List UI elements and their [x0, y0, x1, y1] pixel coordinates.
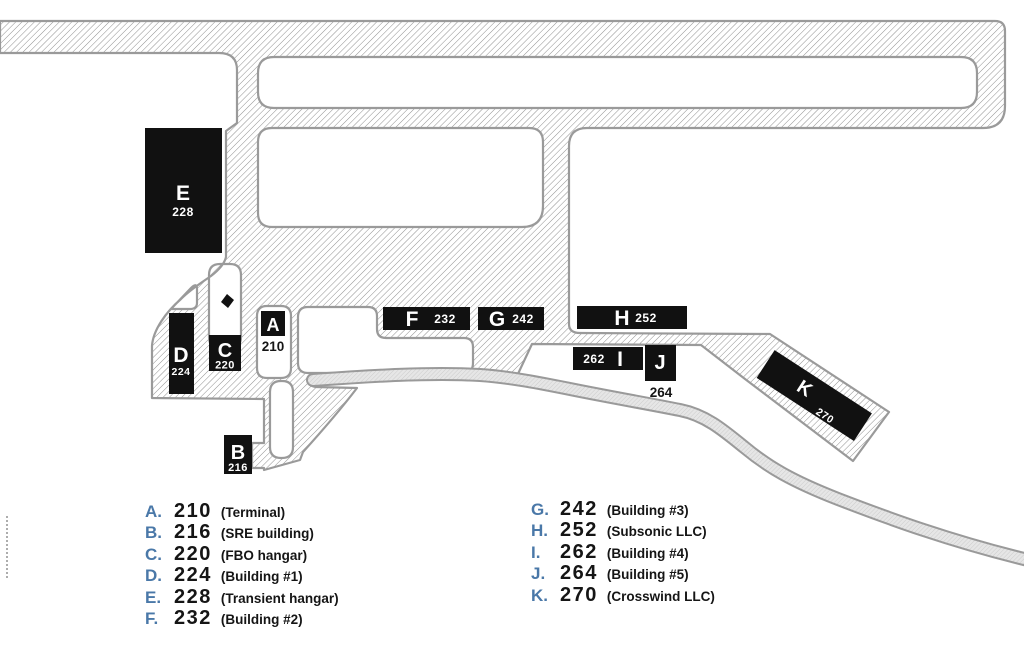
legend-item-j: J. 264 (Building #5) — [531, 562, 715, 585]
building-C-number: 220 — [215, 360, 235, 372]
legend-desc: (Building #1) — [220, 569, 303, 585]
legend-item-c: C. 220 (FBO hangar) — [145, 542, 339, 565]
legend-desc: (Building #5) — [606, 567, 689, 583]
building-A: A 210 — [261, 311, 285, 354]
legend-desc: (Building #3) — [606, 503, 689, 518]
legend-item-b: B. 216 (SRE building) — [145, 521, 339, 544]
legend-item-i: I. 262 (Building #4) — [531, 540, 715, 563]
legend-letter: I. — [531, 542, 541, 562]
legend-number: 232 — [174, 606, 212, 629]
building-J-label: J — [654, 352, 665, 374]
legend-number: 270 — [560, 583, 598, 606]
legend-number: 220 — [174, 542, 212, 565]
building-G-label: G — [489, 308, 505, 331]
legend-item-f: F. 232 (Building #2) — [145, 606, 339, 629]
legend-letter: H. — [531, 521, 548, 541]
building-D-box — [169, 313, 194, 394]
building-J-box — [645, 345, 676, 381]
legend-letter: K. — [531, 585, 548, 605]
building-F-box — [383, 307, 470, 330]
legend-letter: F. — [145, 608, 159, 628]
legend-desc: (Crosswind LLC) — [606, 588, 715, 604]
building-F-label: F — [406, 308, 419, 331]
building-D-number: 224 — [171, 366, 190, 378]
legend-desc: (FBO hangar) — [220, 547, 308, 563]
building-H-box — [577, 306, 687, 329]
legend-desc: (Building #4) — [606, 545, 689, 561]
building-J-number: 264 — [650, 385, 673, 400]
building-A-number: 210 — [262, 339, 285, 354]
legend-letter: E. — [145, 587, 162, 607]
legend-item-e: E. 228 (Transient hangar) — [145, 585, 339, 608]
legend-desc: (Terminal) — [220, 505, 286, 520]
building-H-number: 252 — [635, 311, 657, 325]
building-K-box — [756, 350, 872, 442]
legend-desc: (Transient hangar) — [220, 590, 339, 606]
legend-number: 216 — [174, 521, 212, 544]
legend-number: 262 — [560, 540, 598, 563]
building-G-number: 242 — [512, 312, 534, 326]
legend-number: 224 — [174, 564, 212, 587]
legend-item-a: A. 210 (Terminal) — [145, 500, 339, 522]
legend-letter: D. — [145, 566, 162, 586]
building-J: J 264 — [645, 345, 676, 400]
building-B-box — [224, 435, 252, 474]
legend-item-g: G. 242 (Building #3) — [531, 498, 715, 520]
edge-tick-marks — [6, 516, 8, 578]
building-E: E 228 — [145, 128, 222, 253]
legend-column-right: G. 242 (Building #3) H. 252 (Subsonic LL… — [531, 498, 715, 606]
legend-letter: A. — [145, 502, 162, 521]
legend-desc: (Subsonic LLC) — [606, 524, 707, 540]
building-E-box — [145, 128, 222, 253]
legend-letter: J. — [531, 564, 546, 584]
legend-number: 242 — [560, 498, 598, 520]
small-structure-marker — [221, 294, 234, 308]
legend-number: 264 — [560, 562, 598, 585]
legend-number: 210 — [174, 500, 212, 522]
building-D-label: D — [173, 344, 188, 367]
building-H: H 252 — [577, 306, 687, 330]
legend-letter: G. — [531, 500, 549, 519]
access-road — [306, 366, 1024, 567]
legend-item-k: K. 270 (Crosswind LLC) — [531, 583, 715, 606]
legend-number: 252 — [560, 519, 598, 542]
building-E-number: 228 — [172, 205, 194, 219]
road-surface — [308, 368, 1024, 565]
legend-letter: C. — [145, 544, 162, 564]
legend-number: 228 — [174, 585, 212, 608]
building-D: D 224 — [169, 313, 194, 394]
building-H-label: H — [614, 307, 629, 330]
building-F: F 232 — [383, 307, 470, 331]
legend-item-d: D. 224 (Building #1) — [145, 564, 339, 587]
building-I-number: 262 — [583, 352, 605, 366]
building-A-box — [261, 311, 285, 336]
building-A-label: A — [267, 315, 280, 335]
building-I: 262 I — [573, 347, 643, 371]
building-G: G 242 — [478, 307, 544, 331]
legend-desc: (SRE building) — [220, 526, 314, 542]
building-B-label: B — [231, 442, 245, 464]
building-C-label: C — [218, 340, 232, 362]
legend-letter: B. — [145, 523, 162, 543]
legend-desc: (Building #2) — [220, 611, 303, 627]
building-I-box — [573, 347, 643, 370]
building-G-box — [478, 307, 544, 330]
building-E-label: E — [176, 182, 190, 205]
building-B-number: 216 — [228, 462, 248, 474]
building-B: B 216 — [224, 435, 252, 474]
building-C: C 220 — [209, 335, 241, 372]
legend-column-left: A. 210 (Terminal) B. 216 (SRE building) … — [145, 500, 339, 629]
building-C-box — [209, 335, 241, 371]
building-F-number: 232 — [434, 312, 456, 326]
legend-item-h: H. 252 (Subsonic LLC) — [531, 519, 715, 542]
building-I-label: I — [617, 348, 623, 371]
